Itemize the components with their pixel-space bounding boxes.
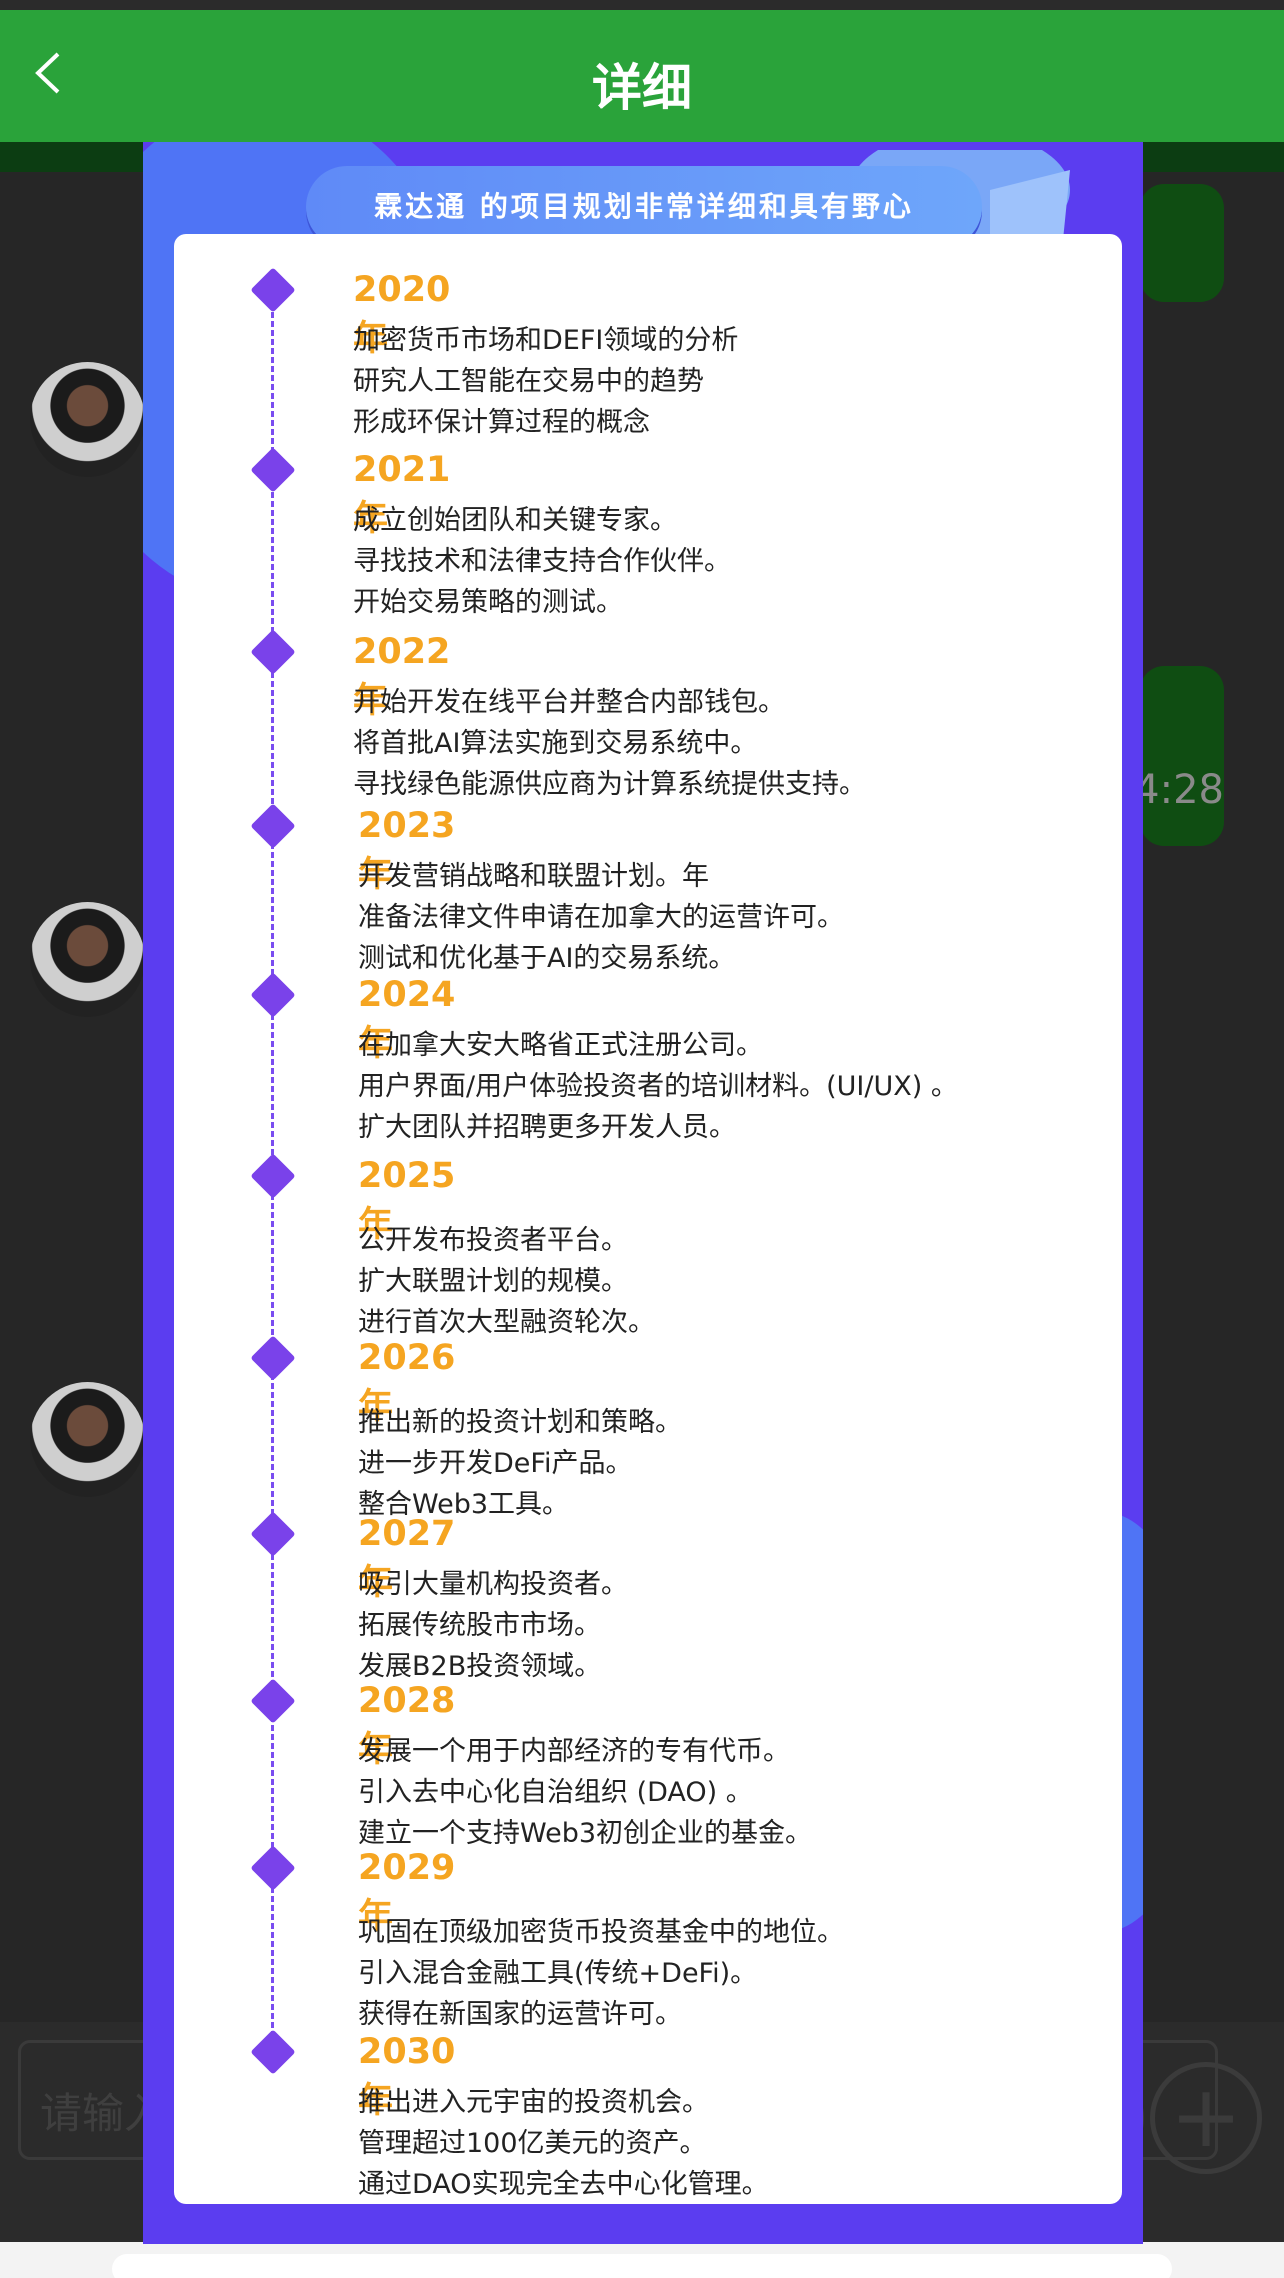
timeline-card: [174, 234, 1122, 2204]
timeline-item-text: 拓展传统股市市场。: [358, 1610, 601, 1641]
timeline-item-text: 寻找技术和法律支持合作伙伴。: [353, 546, 731, 577]
chat-bubble: [1140, 666, 1224, 846]
timeline-item-text: 在加拿大安大略省正式注册公司。: [358, 1030, 763, 1061]
timeline-item-text: 发展一个用于内部经济的专有代币。: [358, 1736, 790, 1767]
message-time: 4:28: [1134, 767, 1224, 813]
timeline-item-text: 成立创始团队和关键专家。: [353, 505, 677, 536]
timeline-item-text: 发展B2B投资领域。: [358, 1651, 602, 1682]
timeline-item-text: 将首批AI算法实施到交易系统中。: [353, 728, 758, 759]
timeline-year: 2023年: [358, 806, 456, 895]
timeline-year: 2022年: [353, 632, 451, 721]
chat-bubble: [1140, 184, 1224, 302]
page-title: 详细: [592, 59, 692, 117]
timeline-item-text: 加密货币市场和DEFI领域的分析: [353, 325, 739, 356]
timeline-item-text: 寻找绿色能源供应商为计算系统提供支持。: [353, 769, 866, 800]
timeline-year: 2027年: [358, 1514, 456, 1603]
top-header: 详细: [0, 10, 1284, 142]
timeline-item-text: 整合Web3工具。: [358, 1489, 570, 1520]
timeline-item-text: 引入去中心化自治组织 (DAO) 。: [358, 1777, 753, 1808]
timeline-year: 2028年: [358, 1681, 456, 1770]
timeline-item-text: 开发营销战略和联盟计划。年: [358, 861, 709, 892]
bottom-bar: [0, 2242, 1284, 2278]
timeline-item-text: 管理超过100亿美元的资产。: [358, 2128, 707, 2159]
timeline-item-text: 推出进入元宇宙的投资机会。: [358, 2087, 709, 2118]
home-indicator: [112, 2254, 1172, 2278]
timeline-item-text: 测试和优化基于AI的交易系统。: [358, 943, 736, 974]
timeline-item-text: 研究人工智能在交易中的趋势: [353, 366, 704, 397]
timeline-item-text: 准备法律文件申请在加拿大的运营许可。: [358, 902, 844, 933]
timeline-item-text: 扩大联盟计划的规模。: [358, 1266, 628, 1297]
timeline-item-text: 获得在新国家的运营许可。: [358, 1999, 682, 2030]
timeline-year: 2024年: [358, 975, 456, 1064]
timeline-item-text: 推出新的投资计划和策略。: [358, 1407, 682, 1438]
back-button[interactable]: [30, 48, 70, 98]
timeline-item-text: 建立一个支持Web3初创企业的基金。: [358, 1818, 813, 1849]
chevron-left-icon: [35, 52, 60, 94]
timeline-item-text: 用户界面/用户体验投资者的培训材料。(UI/UX) 。: [358, 1071, 958, 1102]
timeline-year: 2026年: [358, 1338, 456, 1427]
timeline-year: 2029年: [358, 1848, 456, 1937]
timeline-item-text: 引入混合金融工具(传统+DeFi)。: [358, 1958, 758, 1989]
timeline-year: 2021年: [353, 450, 451, 539]
timeline-item-text: 进行首次大型融资轮次。: [358, 1307, 655, 1338]
timeline-item-text: 公开发布投资者平台。: [358, 1225, 628, 1256]
avatar: [30, 362, 145, 477]
timeline-item-text: 通过DAO实现完全去中心化管理。: [358, 2169, 769, 2200]
timeline-item-text: 进一步开发DeFi产品。: [358, 1448, 633, 1479]
timeline-item-text: 开始交易策略的测试。: [353, 587, 623, 618]
timeline-year: 2020年: [353, 270, 451, 359]
timeline-item-text: 开始开发在线平台并整合内部钱包。: [353, 687, 785, 718]
avatar: [30, 1382, 145, 1497]
timeline-item-text: 吸引大量机构投资者。: [358, 1569, 628, 1600]
timeline-year: 2030年: [358, 2032, 456, 2121]
avatar: [30, 902, 145, 1017]
timeline-year: 2025年: [358, 1156, 456, 1245]
timeline-item-text: 形成环保计算过程的概念: [353, 407, 650, 438]
timeline-item-text: 巩固在顶级加密货币投资基金中的地位。: [358, 1917, 844, 1948]
plus-icon[interactable]: +: [1150, 2062, 1262, 2174]
timeline-item-text: 扩大团队并招聘更多开发人员。: [358, 1112, 736, 1143]
